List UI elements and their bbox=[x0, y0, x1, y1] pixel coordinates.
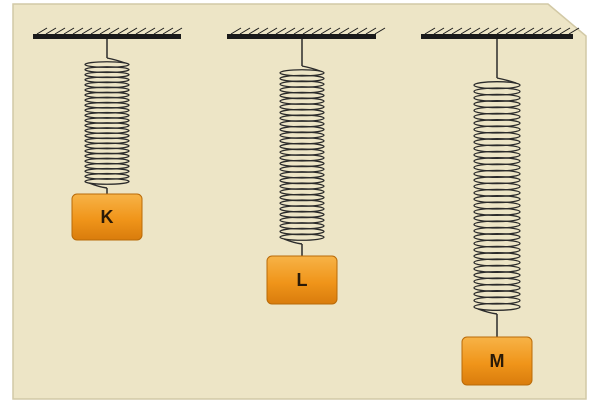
spring-system-l: L bbox=[227, 27, 386, 305]
mass-block-k bbox=[71, 193, 143, 241]
mass-block-m bbox=[461, 336, 533, 386]
ceiling-hatching bbox=[36, 27, 183, 35]
mass-label-k: K bbox=[101, 207, 114, 227]
mass-label-l: L bbox=[297, 270, 308, 290]
mass-label-m: M bbox=[490, 351, 505, 371]
ceiling-hatching bbox=[230, 27, 386, 35]
spring-coil bbox=[279, 69, 325, 241]
ceiling-hatching bbox=[424, 27, 580, 35]
ceiling-support bbox=[227, 34, 376, 39]
ceiling-support bbox=[421, 34, 573, 39]
spring-coil bbox=[473, 81, 521, 311]
spring-system-k: K bbox=[33, 27, 183, 241]
spring-coil bbox=[84, 61, 130, 185]
spring-system-m: M bbox=[421, 27, 580, 386]
spring-systems: K L M bbox=[33, 27, 580, 386]
ceiling-support bbox=[33, 34, 181, 39]
background-panel bbox=[12, 3, 587, 400]
mass-block-l bbox=[266, 255, 338, 305]
